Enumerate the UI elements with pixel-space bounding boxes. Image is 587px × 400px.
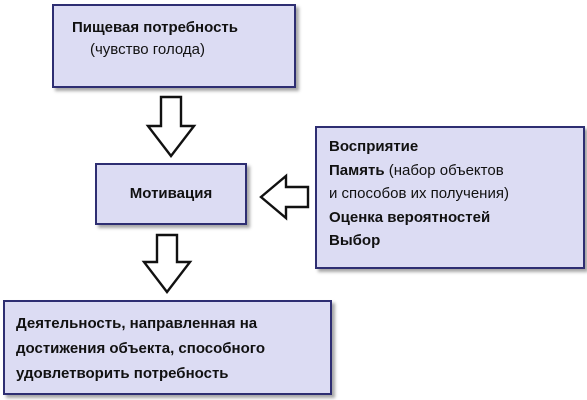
need-box: Пищевая потребность (чувство голода) (52, 4, 296, 88)
activity-box: Деятельность, направленная на достижения… (3, 300, 332, 395)
factor-memory-detail-cont: и способов их получения) (329, 185, 509, 202)
arrow-down-motivation-to-activity (141, 233, 193, 294)
arrow-down-need-to-motivation (145, 95, 197, 158)
factor-memory-label: Память (329, 161, 385, 179)
factor-memory-detail: (набор объектов (384, 161, 504, 179)
factor-probability: Оценка вероятностей (329, 208, 491, 226)
factors-box: Восприятие Память (набор объектов и спос… (315, 126, 585, 269)
activity-line-2: достижения объекта, способного (16, 340, 265, 357)
motivation-label: Мотивация (129, 185, 213, 202)
need-title: Пищевая потребность (72, 19, 238, 36)
factor-choice: Выбор (329, 232, 381, 249)
activity-line-1: Деятельность, направленная на (16, 315, 258, 332)
need-subtitle: (чувство голода) (90, 41, 205, 58)
arrow-left-factors-to-motivation (259, 173, 310, 221)
factor-perception: Восприятие (329, 138, 419, 155)
motivation-box: Мотивация (95, 163, 247, 225)
factor-memory: Память (набор объектов (329, 159, 583, 183)
activity-line-3: удовлетворить потребность (16, 365, 229, 382)
